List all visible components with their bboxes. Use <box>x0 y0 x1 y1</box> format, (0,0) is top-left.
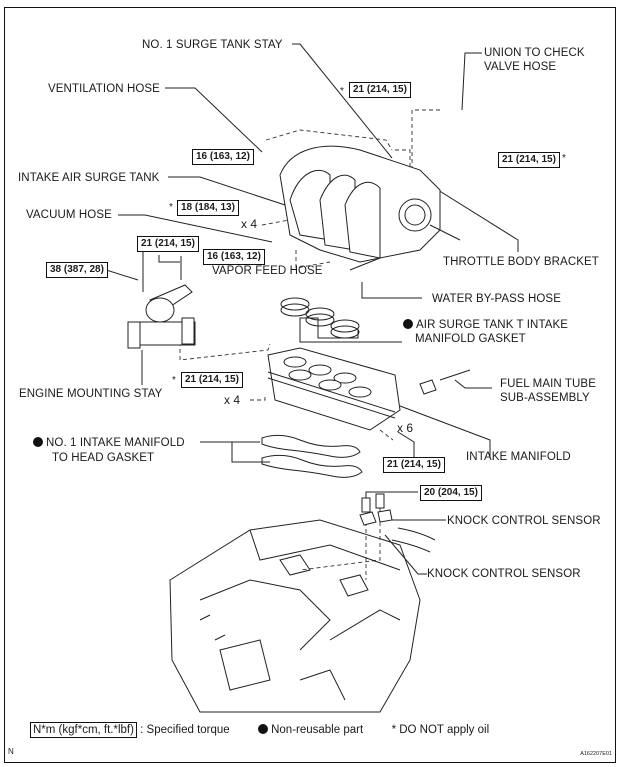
leader-torque-stay-short <box>158 255 180 263</box>
torque-mount-stay-long: 38 (387, 28) <box>46 262 108 278</box>
torque-surge-tank-bolts: 18 (184, 13) <box>177 200 239 216</box>
label-head-gasket-line2: TO HEAD GASKET <box>52 452 155 464</box>
label-water-bypass-hose: WATER BY-PASS HOSE <box>432 293 561 305</box>
non-reusable-dot-icon <box>403 319 413 329</box>
label-union-hose-line1: UNION TO CHECK <box>484 47 585 59</box>
torque-throttle-bracket: 21 (214, 15) <box>498 152 560 168</box>
legend-torque-desc: : Specified torque <box>140 724 230 736</box>
label-fuel-main-tube-line1: FUEL MAIN TUBE <box>500 378 596 390</box>
torque-knock-sensor: 20 (204, 15) <box>420 485 482 501</box>
label-knock-sensor-lower: KNOCK CONTROL SENSOR <box>427 568 581 580</box>
engine-block-drawing <box>169 519 421 713</box>
label-throttle-body-bracket: THROTTLE BODY BRACKET <box>443 256 599 268</box>
leader-fuel-tube <box>454 379 492 389</box>
leader-intake-surge-tank <box>168 176 286 206</box>
torque-vapor-feed: 16 (163, 12) <box>203 249 265 265</box>
no-oil-asterisk: * <box>172 375 176 386</box>
torque-manifold-nuts: 21 (214, 15) <box>383 457 445 473</box>
legend-no-oil: * DO NOT apply oil <box>391 724 490 736</box>
torque-ventilation-hose: 16 (163, 12) <box>192 149 254 165</box>
label-head-gasket-line1: NO. 1 INTAKE MANIFOLD <box>33 436 185 450</box>
leader-surge-tank-stay <box>292 43 393 159</box>
label-vapor-feed-hose: VAPOR FEED HOSE <box>212 265 323 277</box>
quantity-x4-surge: x 4 <box>241 217 258 231</box>
leader-vapor-feed <box>349 257 381 271</box>
label-union-hose-line2: VALVE HOSE <box>484 61 557 73</box>
surge-tank-gaskets-drawing <box>280 297 360 339</box>
leader-ventilation-hose <box>165 87 263 153</box>
leader-union-hose <box>461 52 482 111</box>
intake-air-surge-tank-drawing <box>279 145 461 263</box>
leader-throttle-bracket <box>429 184 519 252</box>
quantity-x4-manifold: x 4 <box>224 393 241 407</box>
label-surge-tank-gasket-line1: AIR SURGE TANK T INTAKE <box>403 318 568 332</box>
intake-manifold-drawing <box>267 347 471 431</box>
label-no1-surge-tank-stay: NO. 1 SURGE TANK STAY <box>142 39 283 51</box>
label-engine-mounting-stay: ENGINE MOUNTING STAY <box>19 388 163 400</box>
label-intake-air-surge-tank: INTAKE AIR SURGE TANK <box>18 172 160 184</box>
label-intake-manifold: INTAKE MANIFOLD <box>466 451 571 463</box>
knock-sensors-drawing <box>359 493 436 553</box>
torque-mount-stay-short: 21 (214, 15) <box>137 236 199 252</box>
label-surge-tank-gasket-line2: MANIFOLD GASKET <box>415 333 526 345</box>
leader-torque-manifold-nuts <box>397 431 415 460</box>
head-gaskets-drawing <box>261 434 363 478</box>
legend-torque-unit: N*m (kgf*cm, ft.*lbf) <box>30 722 137 738</box>
figure-id: A162207E01 <box>580 751 612 757</box>
no-oil-asterisk: * <box>340 86 344 97</box>
legend-non-reusable: Non-reusable part <box>271 724 364 736</box>
leader-vacuum-hose <box>118 214 273 243</box>
leader-torque-knock <box>365 491 418 506</box>
leader-intake-manifold <box>399 405 491 458</box>
leader-water-bypass <box>361 282 422 299</box>
non-reusable-dot-icon <box>258 724 269 734</box>
leader-gasket-upper <box>299 317 402 343</box>
label-knock-sensor-upper: KNOCK CONTROL SENSOR <box>447 515 601 527</box>
diagram-frame <box>4 7 616 763</box>
leader-head-gasket <box>200 441 270 463</box>
non-reusable-dot-icon <box>33 437 43 447</box>
torque-surge-tank-stay: 21 (214, 15) <box>349 82 411 98</box>
engine-mounting-stay-drawing <box>127 252 196 349</box>
label-fuel-main-tube-line2: SUB-ASSEMBLY <box>500 392 590 404</box>
label-vacuum-hose: VACUUM HOSE <box>26 209 112 221</box>
corner-mark: N <box>8 747 14 756</box>
torque-manifold-bolts: 21 (214, 15) <box>181 372 243 388</box>
no-oil-asterisk: * <box>169 202 173 213</box>
leader-knock-lower <box>384 534 427 575</box>
no-oil-asterisk: * <box>562 153 566 164</box>
label-ventilation-hose: VENTILATION HOSE <box>48 83 160 95</box>
legend: N*m (kgf*cm, ft.*lbf) : Specified torque… <box>30 722 490 738</box>
quantity-x6-nuts: x 6 <box>397 421 414 435</box>
